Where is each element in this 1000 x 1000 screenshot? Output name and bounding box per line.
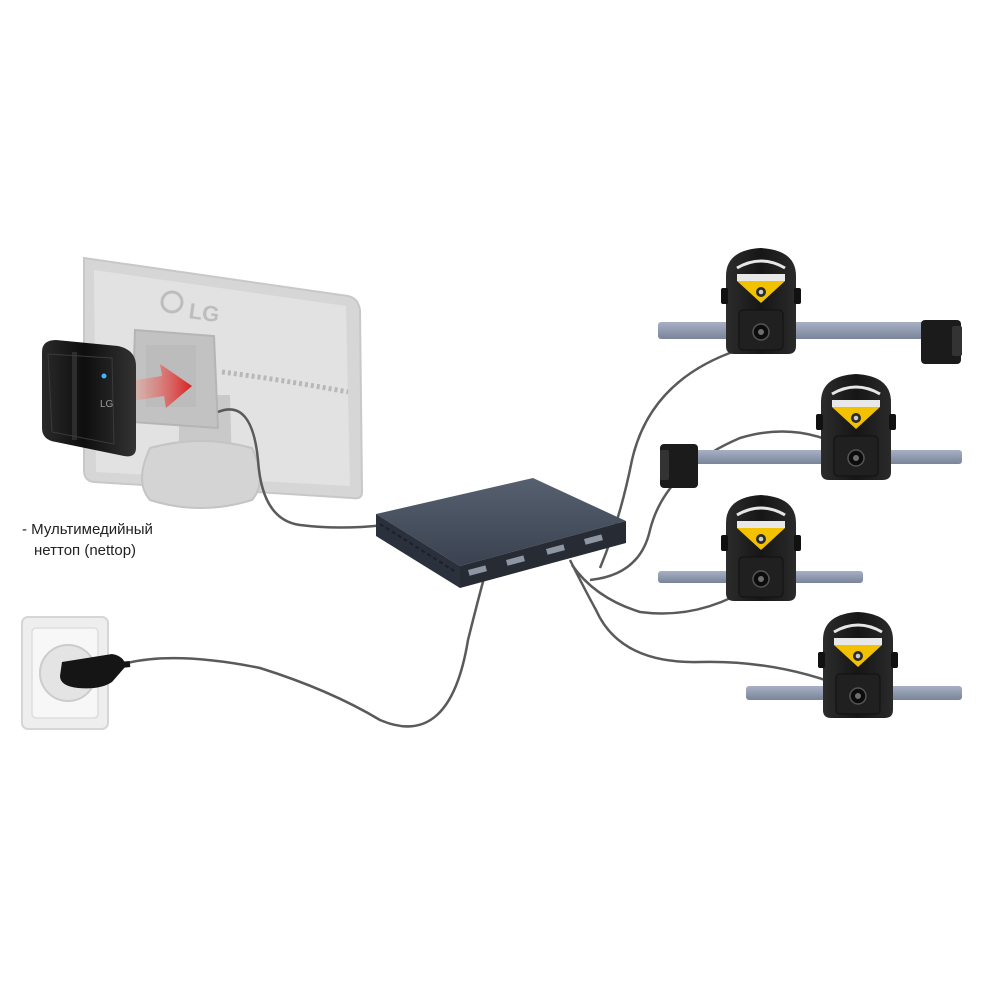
nettop-caption: - Мультимедийный неттоп (nettop) — [22, 519, 153, 561]
hub-device — [376, 478, 626, 588]
monitor-stand — [141, 440, 261, 509]
sensor-head-4 — [816, 610, 900, 720]
caption-line-2: неттоп (nettop) — [34, 542, 137, 559]
nettop-brand-label: LG — [100, 399, 114, 410]
power-plug-icon — [60, 654, 126, 689]
nettop-cable — [217, 408, 385, 529]
sensor-rods — [658, 320, 962, 700]
sensor-head-1 — [719, 246, 803, 356]
sensor-cable-3 — [570, 564, 755, 615]
rod-end-cap-1 — [921, 320, 961, 364]
rod-end-cap-2 — [660, 444, 698, 488]
power-cable — [119, 577, 486, 728]
sensor-cable-4 — [568, 559, 853, 692]
sensor-head-3 — [719, 493, 803, 603]
power-outlet — [21, 616, 131, 730]
sensor-head-2 — [814, 372, 898, 482]
insert-arrow-icon — [124, 364, 192, 408]
monitor-illustration: LG — [83, 256, 364, 509]
monitor-brand-label: LG — [187, 298, 221, 327]
caption-line-1: - Мультимедийный — [22, 521, 153, 538]
nettop-device: LG — [42, 340, 136, 457]
